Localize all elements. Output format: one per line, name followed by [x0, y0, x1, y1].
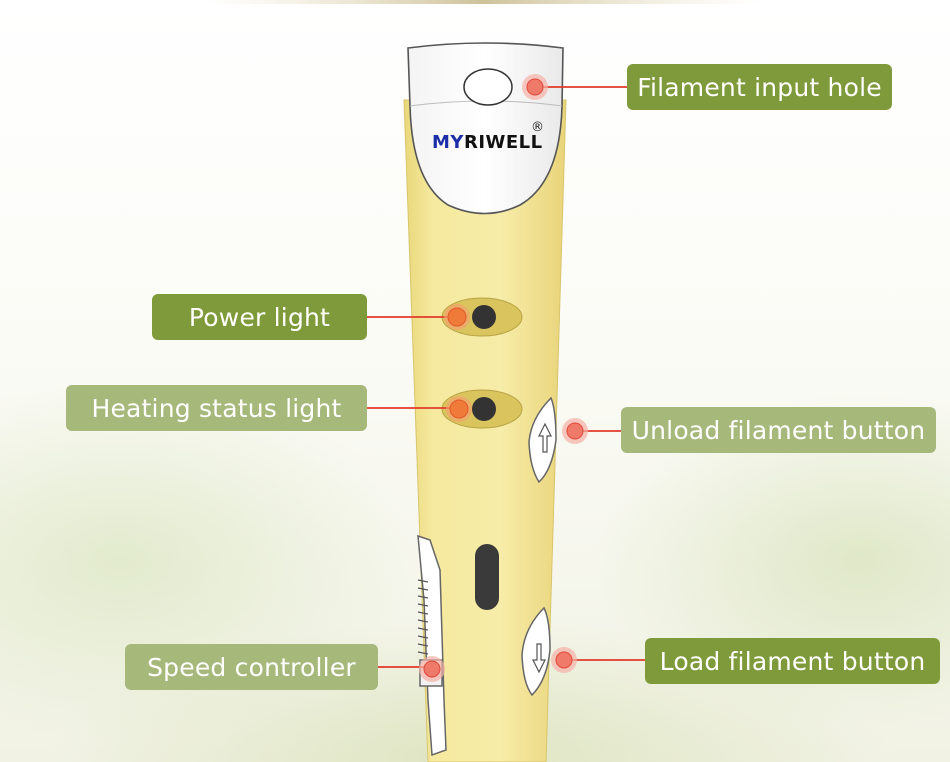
power-light-lens: [472, 305, 496, 329]
label-heating-status-light: Heating status light: [66, 385, 367, 431]
load-button[interactable]: [521, 606, 551, 697]
filament-hole: [463, 68, 513, 106]
brand-logo-accent: MY: [432, 132, 464, 153]
speed-slider-track: [417, 534, 447, 757]
brand-logo: MYRIWELL: [432, 132, 543, 153]
speed-slider-ridges: [417, 579, 429, 655]
label-unload-filament-button: Unload filament button: [621, 407, 936, 453]
brand-logo-rest: RIWELL: [463, 132, 543, 153]
registered-mark: ®: [531, 120, 544, 135]
down-arrow-icon: [532, 643, 546, 674]
vent-slot: [475, 544, 499, 610]
heating-light-lens: [472, 397, 496, 421]
label-filament-input-hole: Filament input hole: [627, 64, 892, 110]
label-load-filament-button: Load filament button: [645, 638, 940, 684]
callout-markers: [419, 74, 588, 682]
label-power-light: Power light: [152, 294, 367, 340]
top-divider: [205, 0, 760, 4]
label-speed-controller: Speed controller: [125, 644, 378, 690]
leader-lines: [367, 86, 645, 668]
up-arrow-icon: [538, 422, 552, 453]
